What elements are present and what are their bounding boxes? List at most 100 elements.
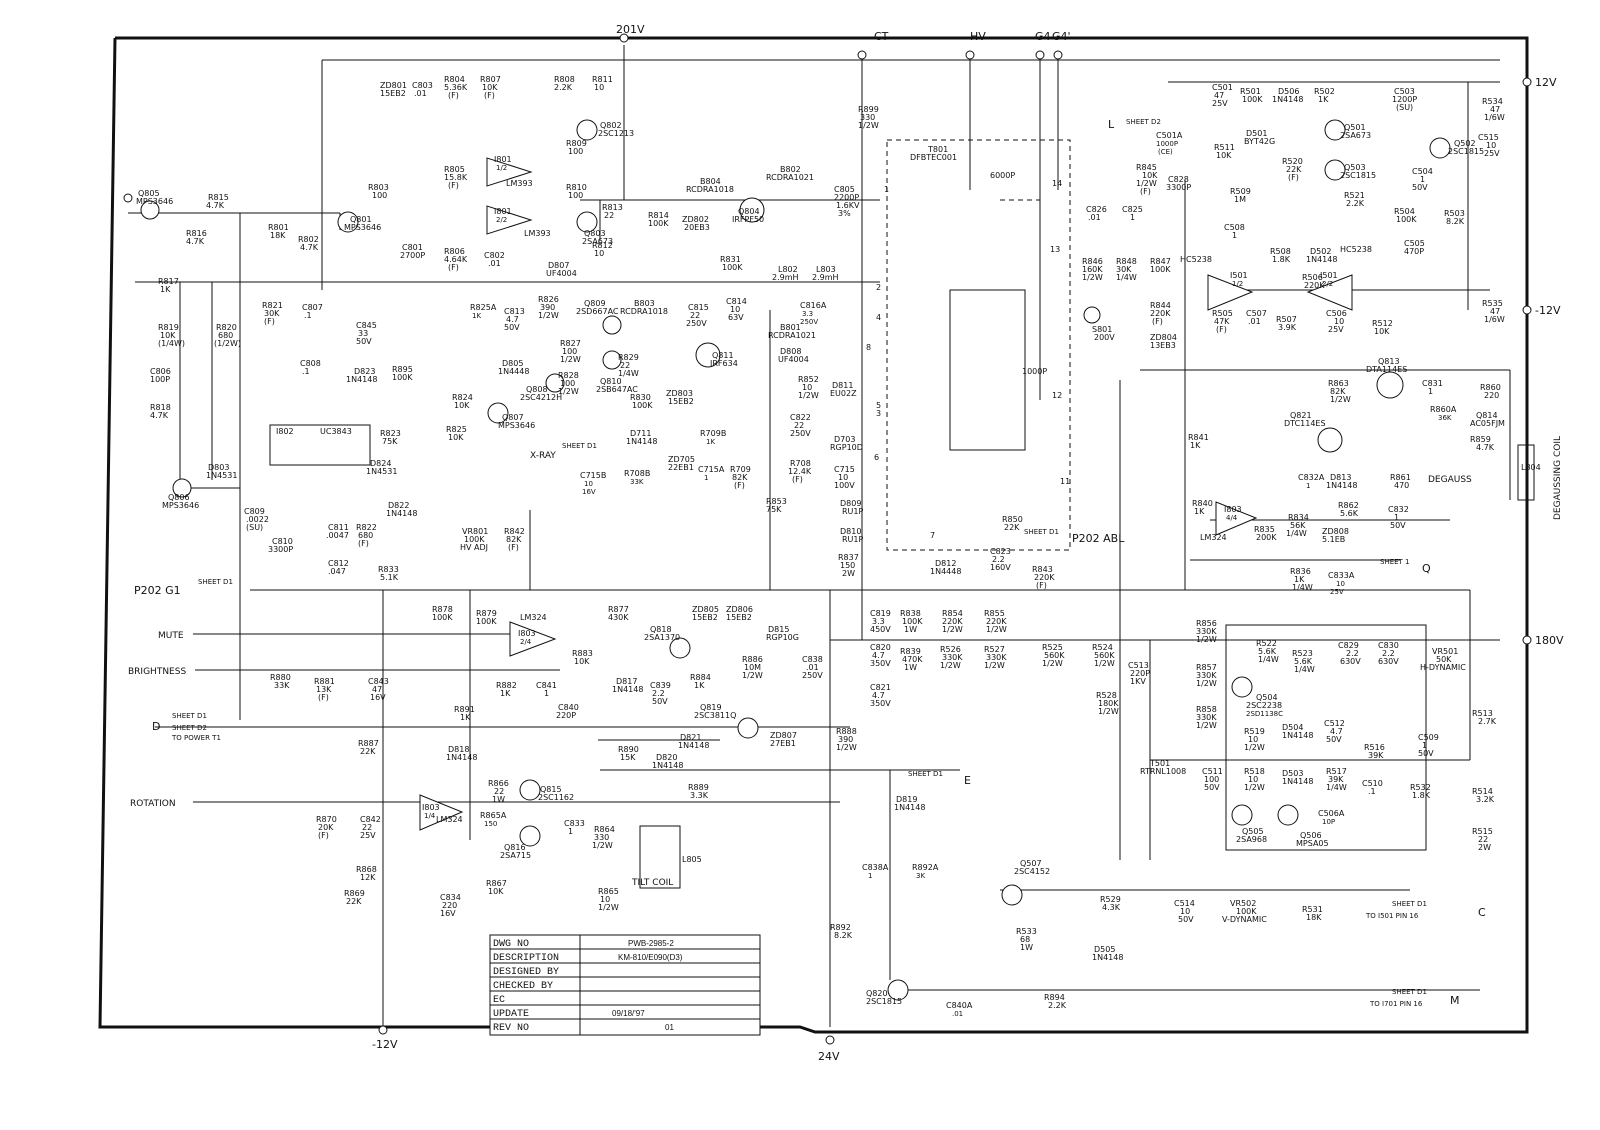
component-label-c802: C802 [484,251,505,260]
ic-packages [269,157,1353,831]
component-label-q813: Q813 [1378,357,1400,366]
component-label-d815: D815 [768,625,789,634]
component-label-c802v: .01 [488,259,501,268]
component-label-c813w: 50V [504,323,520,332]
component-label-r509v: 1M [1234,195,1246,204]
component-label-q815v: 2SC1162 [538,793,574,802]
component-label-d808v: UF4004 [778,355,809,364]
component-label-r519v: 10 [1248,735,1258,744]
component-label-s801: S801 [1092,325,1112,334]
component-label-r520f: (F) [1288,173,1299,182]
component-label-r831: R831 [720,255,741,264]
component-label-r517w: 1/4W [1326,783,1347,792]
component-label-r865a: R865A [480,811,507,820]
component-label-p5: 5 [876,401,881,410]
component-label-q807: Q807 [502,413,524,422]
component-label-q819v: 2SC3811Q [694,711,736,720]
component-label-c823: C823 [990,547,1011,556]
component-label-b803: B803 [634,299,655,308]
component-label-r806: R806 [444,247,465,256]
component-label-c504v: 1 [1420,175,1425,184]
component-label-c715av: 1 [704,474,708,482]
port-brightness: BRIGHTNESS [128,667,186,677]
component-label-r518: R518 [1244,767,1265,776]
component-label-c715bv: 10 [584,480,593,488]
component-label-r535v: 47 [1490,307,1500,316]
component-label-r820w: (1/2W) [214,339,241,348]
component-label-r827w: 1/2W [560,355,581,364]
rail-g4-prime: G4' [1052,30,1071,43]
component-label-d823: D823 [354,367,375,376]
component-label-r504: R504 [1394,207,1415,216]
port-mute: MUTE [158,631,184,641]
component-label-c515w: 25V [1484,149,1500,158]
component-label-r821: R821 [262,301,283,310]
component-label-c838: C838 [802,655,823,664]
component-label-r880v: 33K [274,681,290,690]
component-label-c503v: 1200P [1392,95,1417,104]
component-label-r803v: 100 [372,191,387,200]
component-label-r866v: 22 [494,787,504,796]
component-label-q801: Q801 [350,215,372,224]
component-label-r814: R814 [648,211,669,220]
component-label-r853v: 75K [766,505,782,514]
component-label-r886v: 10M [744,663,761,672]
component-label-r505f: (F) [1216,325,1227,334]
port-degauss: DEGAUSS [1428,475,1472,485]
tb-label-description: DESCRIPTION [493,953,559,964]
component-label-c830w: 630V [1378,657,1399,666]
component-label-r809: R809 [566,139,587,148]
component-label-c839v: 2.2 [652,689,665,698]
component-label-lm324c: LM324 [436,815,463,824]
component-label-c820w: 350V [870,659,891,668]
component-label-r824: R824 [452,393,473,402]
component-label-r515: R515 [1472,827,1493,836]
component-label-c841: C841 [536,681,557,690]
component-label-r835: R835 [1254,525,1275,534]
component-label-r844: R844 [1150,301,1171,310]
component-label-r513: R513 [1472,709,1493,718]
component-label-c511: C511 [1202,767,1223,776]
component-label-zd804v: 13EB3 [1150,341,1176,350]
component-label-r817: R817 [158,277,179,286]
component-label-c511w: 50V [1204,783,1220,792]
component-label-c806: C806 [150,367,171,376]
component-label-r899: R899 [858,105,879,114]
component-label-r527w: 1/2W [984,661,1005,670]
component-label-r528w: 1/2W [1098,707,1119,716]
component-label-r522v: 5.6K [1258,647,1277,656]
component-label-c815w: 250V [686,319,707,328]
component-label-r519: R519 [1244,727,1265,736]
component-label-r857w: 1/2W [1196,679,1217,688]
component-label-c715: C715 [834,465,855,474]
component-label-d822: D822 [388,501,409,510]
component-label-r525: R525 [1042,643,1063,652]
component-label-r526w: 1/2W [940,661,961,670]
component-label-c842: C842 [360,815,381,824]
tb-value-description: KM-810/E090(D3) [618,953,683,962]
component-label-d818v: 1N4148 [446,753,477,762]
component-label-d824v: 1N4531 [366,467,397,476]
component-label-r505: R505 [1212,309,1233,318]
signal-ports: P202 G1 SHEET D1 MUTE BRIGHTNESS ROTATIO… [128,118,1563,1008]
component-label-c825: C825 [1122,205,1143,214]
component-label-c832w: 50V [1390,521,1406,530]
component-label-c805p: 3% [838,209,851,218]
component-label-r833v: 5.1K [380,573,399,582]
component-label-r850: R850 [1002,515,1023,524]
component-label-r866w: 1W [492,795,505,804]
component-label-r842v: 82K [506,535,522,544]
component-label-r834: R834 [1288,513,1309,522]
component-label-r868v: 12K [360,873,376,882]
port-p202-g1-sheet: SHEET D1 [198,578,233,586]
component-label-r864w: 1/2W [592,841,613,850]
rail-201v: 201V [616,23,645,36]
component-label-r834v: 56K [1290,521,1306,530]
component-label-q821: Q821 [1290,411,1312,420]
component-label-d501: D501 [1246,129,1267,138]
component-label-c503: C503 [1394,87,1415,96]
component-label-r815v: 4.7K [206,201,225,210]
component-label-r831v: 100K [722,263,743,272]
component-label-c504w: 50V [1412,183,1428,192]
